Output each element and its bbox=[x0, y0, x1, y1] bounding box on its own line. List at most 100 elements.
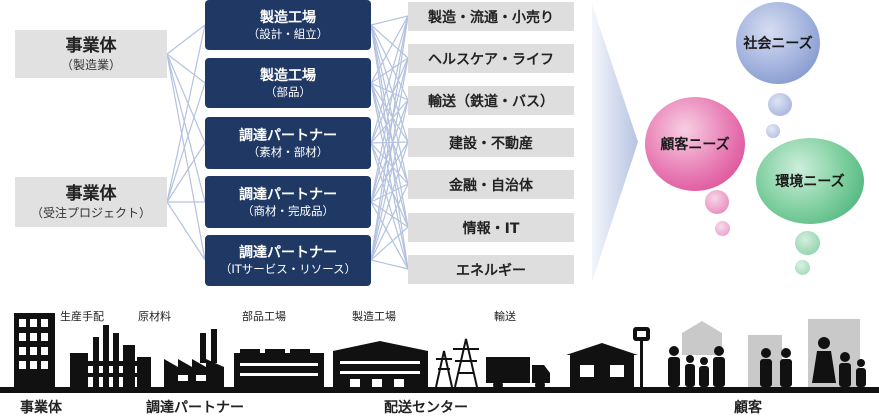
label-transport: 輸送 bbox=[494, 310, 516, 323]
entity-partner-link bbox=[166, 53, 206, 261]
partner-industry-link bbox=[370, 226, 409, 261]
entity-partner-link bbox=[166, 53, 206, 203]
partner-title: 調達パートナー bbox=[239, 186, 337, 203]
supply-chain-illustration bbox=[0, 313, 879, 393]
partner-parts-factory: 製造工場 （部品） bbox=[205, 58, 371, 108]
partner-industry-link bbox=[370, 82, 409, 270]
environment-tiny-bubble bbox=[795, 260, 810, 275]
social-needs-label: 社会ニーズ bbox=[743, 36, 813, 52]
social-small-bubble bbox=[768, 93, 792, 116]
entity-partner-link bbox=[166, 53, 206, 144]
bottom-label-partner: 調達パートナー bbox=[146, 400, 244, 416]
label-raw-materials: 原材料 bbox=[138, 310, 171, 323]
partner-industry-link bbox=[370, 99, 409, 144]
partner-industry-link bbox=[370, 183, 409, 203]
industry-healthcare-life: ヘルスケア・ライフ bbox=[408, 44, 574, 73]
partner-industry-link bbox=[370, 201, 409, 228]
label-manufacturing-factory: 製造工場 bbox=[352, 310, 396, 323]
customer-needs-bubble: 顧客ニーズ bbox=[645, 97, 745, 191]
partner-industry-link bbox=[370, 24, 409, 101]
truck-icon bbox=[486, 357, 550, 390]
social-tiny-bubble bbox=[766, 124, 780, 138]
partner-industry-link bbox=[370, 99, 409, 261]
partner-industry-link bbox=[370, 142, 409, 185]
partner-industry-link bbox=[370, 201, 409, 270]
partner-industry-link bbox=[370, 82, 409, 185]
partner-industry-link bbox=[370, 141, 409, 144]
industry-energy: エネルギー bbox=[408, 255, 574, 284]
bottom-label-customer: 顧客 bbox=[734, 400, 762, 416]
entity-partner-link bbox=[166, 142, 206, 203]
partner-industry-link bbox=[370, 15, 409, 84]
partner-industry-link bbox=[370, 24, 409, 185]
partner-industry-link bbox=[370, 24, 409, 228]
raw-material-factory-icon bbox=[164, 329, 224, 387]
partner-industry-link bbox=[370, 57, 409, 84]
label-production-planning: 生産手配 bbox=[60, 310, 104, 323]
entity-subtitle: （受注プロジェクト） bbox=[30, 206, 151, 220]
partner-industry-link bbox=[370, 15, 409, 26]
bottom-label-distribution: 配送センター bbox=[384, 400, 468, 416]
partner-it-services: 調達パートナー （ITサービス・リソース） bbox=[205, 235, 371, 286]
entity-subtitle: （製造業） bbox=[60, 58, 121, 72]
label-parts-factory: 部品工場 bbox=[242, 310, 286, 323]
entity-partner-link bbox=[166, 24, 206, 203]
partner-industry-link bbox=[370, 82, 409, 101]
entity-partner-link bbox=[166, 24, 206, 55]
customer-tiny-bubble bbox=[715, 221, 730, 236]
partner-subtitle: （設計・組立） bbox=[247, 26, 329, 41]
partner-industry-link bbox=[370, 57, 409, 261]
partner-industry-link bbox=[370, 141, 409, 203]
partner-title: 調達パートナー bbox=[239, 245, 337, 261]
industry-transport: 輸送（鉄道・バス） bbox=[408, 86, 574, 115]
industry-manufacturing-retail: 製造・流通・小売り bbox=[408, 2, 574, 31]
partner-title: 製造工場 bbox=[260, 67, 316, 84]
partner-materials: 調達パートナー （素材・部材） bbox=[205, 117, 371, 169]
store-icon bbox=[566, 327, 650, 387]
partner-industry-link bbox=[370, 57, 409, 203]
partner-industry-link bbox=[370, 82, 409, 143]
partner-industry-link bbox=[370, 15, 409, 144]
entity-title: 事業体 bbox=[65, 184, 117, 204]
partner-subtitle: （商材・完成品） bbox=[242, 203, 334, 218]
distribution-warehouse-icon bbox=[333, 341, 428, 387]
partner-title: 製造工場 bbox=[260, 9, 316, 26]
connection-lines bbox=[166, 15, 409, 270]
entity-partner-link bbox=[166, 53, 206, 84]
partner-subtitle: （素材・部材） bbox=[247, 144, 329, 159]
entity-title: 事業体 bbox=[65, 36, 117, 56]
environment-needs-label: 環境ニーズ bbox=[775, 174, 845, 190]
partner-industry-link bbox=[370, 15, 409, 261]
industry-construction-realestate: 建設・不動産 bbox=[408, 128, 574, 157]
partner-industry-link bbox=[370, 183, 409, 261]
entity-partner-link bbox=[166, 201, 206, 261]
environment-needs-bubble: 環境ニーズ bbox=[756, 138, 864, 224]
partner-industry-link bbox=[370, 24, 409, 143]
customer-needs-label: 顧客ニーズ bbox=[660, 137, 730, 153]
partner-title: 調達パートナー bbox=[239, 127, 337, 144]
office-building-icon bbox=[14, 313, 55, 387]
partner-assembly-factory: 製造工場 （設計・組立） bbox=[205, 0, 371, 50]
bottom-label-entity: 事業体 bbox=[20, 400, 62, 416]
entity-partner-link bbox=[166, 82, 206, 203]
partner-subtitle: （ITサービス・リソース） bbox=[219, 262, 357, 276]
parts-factory-icon bbox=[234, 349, 324, 387]
partner-industry-link bbox=[370, 142, 409, 228]
partner-industry-link bbox=[370, 141, 409, 261]
partner-industry-link bbox=[370, 15, 409, 203]
partner-industry-link bbox=[370, 99, 409, 203]
big-arrow bbox=[592, 4, 638, 282]
partner-subtitle: （部品） bbox=[265, 84, 311, 99]
partner-industry-link bbox=[370, 24, 409, 270]
partner-products: 調達パートナー （商材・完成品） bbox=[205, 176, 371, 228]
ground-line bbox=[0, 387, 879, 393]
partner-industry-link bbox=[370, 82, 409, 228]
partner-industry-link bbox=[370, 259, 409, 270]
people-icon bbox=[668, 337, 866, 387]
industry-finance-government: 金融・自治体 bbox=[408, 170, 574, 199]
environment-small-bubble bbox=[795, 231, 820, 255]
social-needs-bubble: 社会ニーズ bbox=[736, 2, 820, 84]
partner-industry-link bbox=[370, 24, 409, 59]
partner-industry-link bbox=[370, 57, 409, 144]
entity-order-project: 事業体 （受注プロジェクト） bbox=[15, 177, 167, 227]
